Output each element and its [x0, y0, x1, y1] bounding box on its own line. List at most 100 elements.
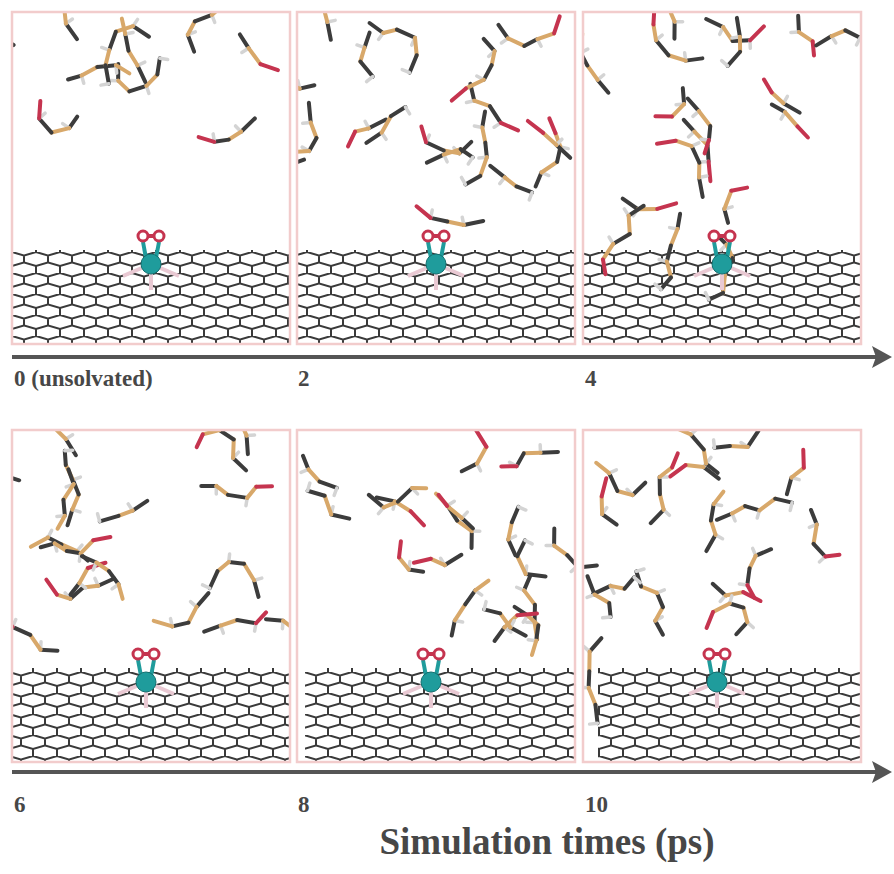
snapshot-part: [133, 501, 148, 511]
snapshot-part: [747, 585, 754, 598]
snapshot-part: [669, 55, 686, 60]
single-atom-site: [689, 649, 745, 708]
snapshot-part: [466, 80, 484, 89]
snapshot-part: [93, 537, 110, 540]
snapshot-part: [377, 498, 395, 502]
snapshot-part: [686, 58, 703, 60]
snapshot-part: [787, 478, 792, 495]
snapshot-part: [590, 638, 602, 651]
snapshot-part: [737, 18, 740, 37]
snapshot-part: [439, 231, 449, 241]
snapshot-part: [707, 612, 713, 628]
snapshot-part: [398, 488, 412, 501]
snapshot-part: [678, 214, 681, 229]
snapshot-part: [327, 22, 331, 40]
snapshot-part: [845, 30, 860, 37]
snapshot-part: [524, 575, 531, 590]
snapshot-part: [64, 12, 66, 24]
time-label: 8: [298, 792, 310, 817]
snapshot-part: [119, 511, 133, 516]
solvent-molecules: [301, 431, 575, 655]
snapshot-part: [138, 65, 146, 81]
snapshot-part: [526, 574, 546, 576]
snapshot-part: [484, 65, 492, 80]
snapshot-part: [477, 447, 486, 464]
snapshot-part: [69, 117, 77, 129]
snapshot-part: [772, 105, 785, 113]
snapshot-part: [508, 522, 512, 539]
snapshot-part: [528, 616, 539, 626]
snapshot-part: [470, 531, 474, 548]
snapshot-part: [541, 162, 557, 173]
snapshot-part: [709, 293, 723, 300]
snapshot-part: [725, 231, 735, 241]
panel-border: [583, 430, 861, 762]
snapshot-part: [728, 52, 740, 66]
snapshot-part: [732, 506, 745, 513]
snapshot-part: [667, 245, 671, 261]
snapshot-part: [683, 88, 684, 104]
snapshot-part: [461, 177, 465, 184]
snapshot-part: [66, 439, 76, 455]
snapshot-part: [188, 35, 194, 52]
snapshot-part: [554, 546, 567, 556]
snapshot-part: [410, 55, 417, 72]
snapshot-part: [462, 518, 473, 528]
snapshot-part: [651, 510, 664, 523]
snapshot-part: [556, 145, 570, 158]
snapshot-part: [583, 565, 597, 567]
snapshot-part: [484, 609, 500, 613]
snapshot-part: [814, 524, 817, 543]
snapshot-part: [813, 41, 814, 55]
snapshot-part: [720, 649, 730, 659]
snapshot-part: [595, 595, 610, 603]
snapshot-part: [219, 430, 233, 439]
snapshot-part: [309, 138, 316, 151]
snapshot-part: [726, 592, 744, 595]
snapshot-part: [128, 51, 137, 66]
snapshot-part: [402, 70, 409, 73]
snapshot-part: [154, 231, 164, 241]
snapshot-part: [101, 84, 109, 85]
snapshot-part: [501, 123, 518, 130]
snapshot-part: [490, 106, 501, 123]
snapshot-part: [704, 649, 714, 659]
snapshot-part: [832, 30, 846, 36]
snapshot-part: [348, 132, 355, 147]
snapshot-part: [360, 48, 364, 62]
graphene-sheet: [583, 250, 861, 344]
snapshot-part: [490, 166, 505, 178]
snapshot-part: [370, 23, 384, 33]
snapshot-part: [231, 439, 236, 457]
snapshot-part: [438, 495, 447, 506]
snapshot-part: [106, 65, 109, 84]
snapshot-part: [587, 65, 597, 80]
snapshot-part: [331, 514, 349, 518]
snapshot-part: [688, 99, 699, 112]
snapshot-part: [72, 495, 78, 510]
snapshot-part: [524, 39, 537, 46]
snapshot-part: [118, 81, 129, 92]
snapshot-part: [750, 26, 764, 40]
snapshot-part: [492, 51, 495, 65]
snapshot-part: [452, 88, 466, 100]
snapshot-part: [796, 16, 801, 32]
snapshot-part: [587, 576, 594, 594]
panel-border: [12, 430, 290, 762]
snapshot-panel: [583, 430, 861, 762]
snapshot-part: [517, 540, 525, 556]
snapshot-part: [482, 112, 485, 128]
graphene-sheet: [297, 250, 575, 344]
snapshot-part: [382, 116, 391, 132]
snapshot-part: [705, 140, 709, 153]
snapshot-part: [657, 593, 663, 607]
snapshot-part: [747, 568, 749, 585]
snapshot-part: [655, 621, 663, 635]
snapshot-part: [57, 595, 71, 599]
snapshot-part: [783, 103, 799, 112]
snapshot-part: [480, 157, 487, 176]
snapshot-part: [598, 80, 609, 93]
snapshot-part: [686, 465, 704, 467]
snapshot-part: [633, 483, 646, 495]
snapshot-part: [119, 584, 123, 599]
